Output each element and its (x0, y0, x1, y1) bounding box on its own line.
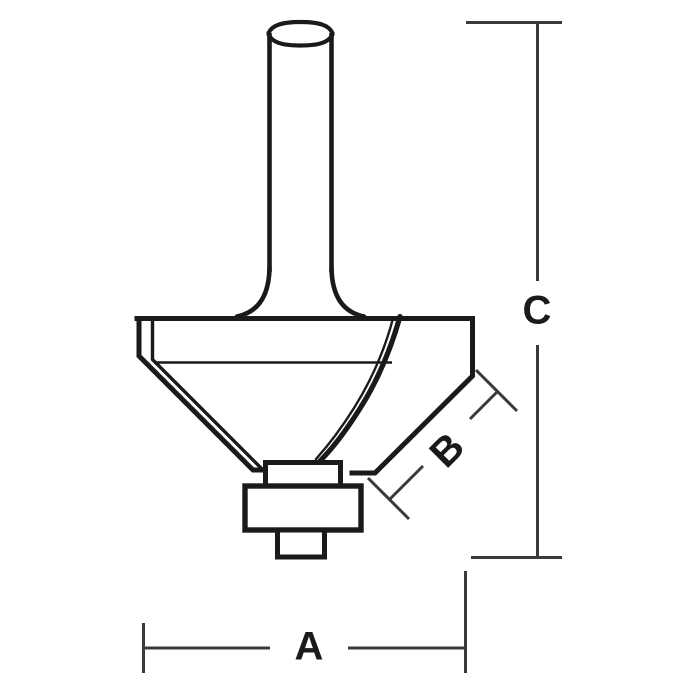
dimension-c: C (466, 21, 562, 559)
cutter-body (134, 313, 475, 476)
shank-fillet (234, 265, 367, 319)
shank-top-cap (266, 19, 335, 48)
bearing-screw (275, 527, 327, 560)
shank (267, 33, 334, 272)
dimension-a-label: A (295, 625, 324, 669)
bearing-neck (263, 460, 343, 489)
guide-bearing (242, 483, 364, 533)
router-bit-illustration (134, 19, 475, 560)
dimension-a: A (142, 571, 467, 673)
dimension-c-label: C (523, 289, 552, 333)
